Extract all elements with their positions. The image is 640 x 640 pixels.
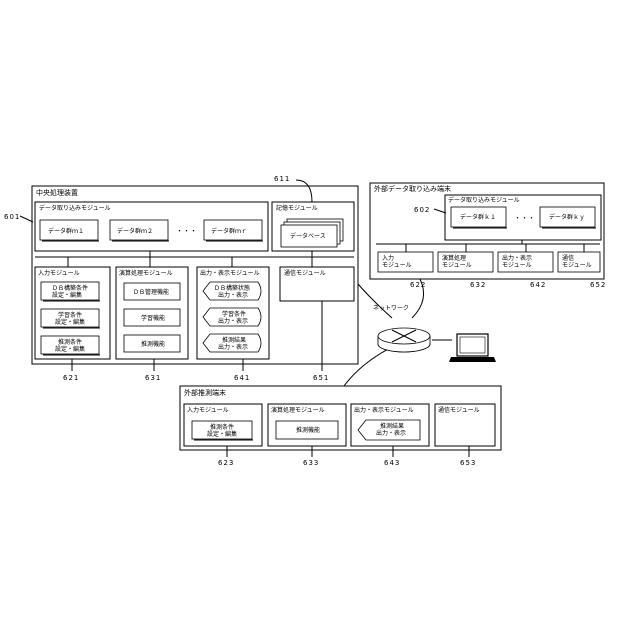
- ref-621: 621: [63, 374, 79, 382]
- central-processing-unit: 中央処理装置 601 データ取り込みモジュール データ群ｍ１ データ群ｍ２ ・・…: [4, 175, 358, 382]
- external-intake-terminal: 外部データ取り込み端末 データ取り込みモジュール 602 データ群ｋ１ ・・・ …: [370, 183, 606, 289]
- ext-infer-output-item: 推測結果出力・表示: [376, 422, 406, 437]
- database-label: データベース: [290, 232, 326, 240]
- central-compute-module: 演算処理モジュール ＤＢ管理機能 学習機能 推測機能 631: [116, 267, 188, 382]
- intake-ellipsis: ・・・: [176, 227, 197, 235]
- svg-text:データ群ｍｒ: データ群ｍｒ: [211, 227, 247, 235]
- ref-641: 641: [234, 374, 250, 382]
- svg-text:演算処理モジュール: 演算処理モジュール: [271, 406, 325, 414]
- ref-633: 633: [303, 459, 319, 467]
- svg-text:データ群ｋｙ: データ群ｋｙ: [549, 213, 585, 221]
- input-item-2: 推測条件設定・編集: [55, 338, 85, 353]
- output-item-0: ＤＢ構築状態出力・表示: [214, 284, 250, 299]
- ref-643: 643: [384, 459, 400, 467]
- ext-infer-input-item: 推測条件設定・編集: [207, 423, 237, 438]
- svg-text:推測機能: 推測機能: [141, 340, 165, 348]
- input-item-1: 学習条件設定・編集: [55, 311, 85, 326]
- intake-title: データ取り込みモジュール: [39, 204, 111, 212]
- ref-652: 652: [590, 281, 606, 289]
- svg-text:出力・表示モジュール: 出力・表示モジュール: [200, 269, 260, 277]
- laptop-icon: [449, 334, 496, 362]
- svg-text:学習機能: 学習機能: [141, 314, 165, 322]
- central-intake-module: データ取り込みモジュール データ群ｍ１ データ群ｍ２ ・・・ データ群ｍｒ: [35, 202, 268, 251]
- ref-642: 642: [530, 281, 546, 289]
- link-central-network: [358, 284, 392, 318]
- ref-651: 651: [313, 374, 329, 382]
- ref-622: 622: [410, 281, 426, 289]
- output-item-2: 推測結果出力・表示: [218, 336, 248, 351]
- leader-601: [20, 216, 33, 222]
- svg-text:通信モジュール: 通信モジュール: [284, 269, 326, 277]
- svg-text:入力モジュール: 入力モジュール: [38, 269, 80, 277]
- svg-text:推測機能: 推測機能: [296, 426, 320, 434]
- external-inference-terminal: 外部推測端末 入力モジュール 推測条件設定・編集 演算処理モジュール 推測機能 …: [180, 386, 501, 467]
- ref-631: 631: [145, 374, 161, 382]
- network: ネットワーク: [344, 279, 496, 386]
- output-item-1: 学習条件出力・表示: [218, 310, 248, 325]
- ref-602: 602: [414, 206, 430, 214]
- ext-intake-title: 外部データ取り込み端末: [374, 184, 451, 193]
- ref-632: 632: [470, 281, 486, 289]
- ext-infer-title: 外部推測端末: [184, 388, 226, 397]
- central-title: 中央処理装置: [36, 188, 78, 197]
- svg-text:演算処理モジュール: 演算処理モジュール: [119, 269, 173, 277]
- svg-text:入力モジュール: 入力モジュール: [187, 406, 229, 414]
- ref-601: 601: [4, 213, 20, 221]
- network-label: ネットワーク: [373, 305, 409, 312]
- central-input-module: 入力モジュール ＤＢ構築条件設定・編集 学習条件設定・編集 推測条件設定・編集 …: [35, 267, 110, 382]
- svg-text:通信モジュール: 通信モジュール: [438, 406, 480, 414]
- svg-text:データ群ｍ１: データ群ｍ１: [48, 227, 84, 235]
- central-output-module: 出力・表示モジュール ＤＢ構築状態出力・表示 学習条件出力・表示 推測結果出力・…: [197, 267, 269, 382]
- ref-623: 623: [218, 459, 234, 467]
- ref-653: 653: [460, 459, 476, 467]
- svg-text:データ群ｋ１: データ群ｋ１: [460, 213, 496, 221]
- network-router-icon: [378, 328, 430, 352]
- svg-text:ＤＢ管理機能: ＤＢ管理機能: [133, 288, 169, 296]
- svg-text:記憶モジュール: 記憶モジュール: [276, 204, 318, 212]
- svg-text:出力・表示モジュール: 出力・表示モジュール: [354, 406, 414, 414]
- svg-text:・・・: ・・・: [514, 214, 535, 222]
- svg-text:データ取り込みモジュール: データ取り込みモジュール: [448, 196, 520, 204]
- ref-611: 611: [274, 175, 290, 183]
- svg-text:データ群ｍ２: データ群ｍ２: [117, 227, 153, 235]
- svg-text:出力・表示モジュール: 出力・表示モジュール: [502, 254, 532, 269]
